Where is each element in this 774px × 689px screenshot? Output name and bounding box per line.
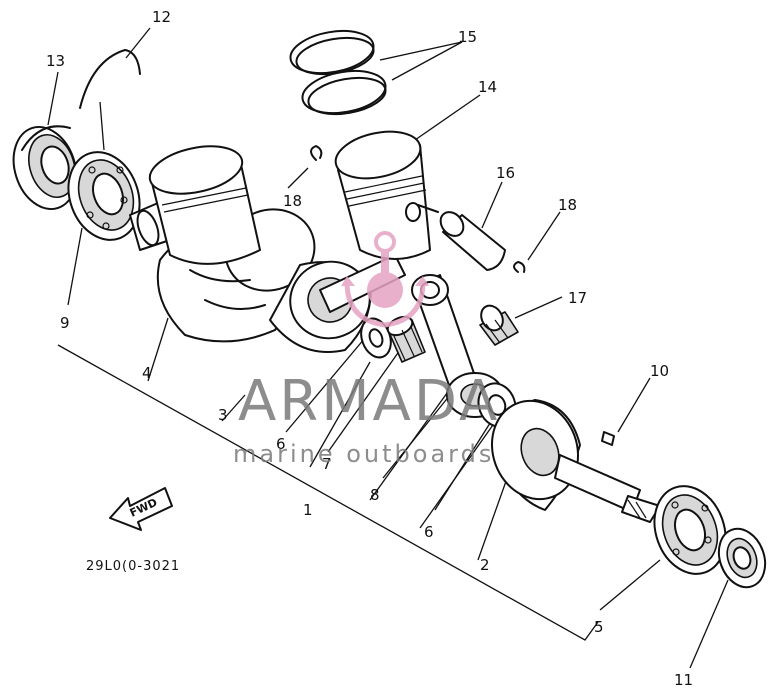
piston: [334, 130, 439, 260]
label-part-13: 13: [46, 52, 65, 70]
oil-seal-left: [12, 125, 78, 211]
part-number-labels: 12 13 9 4 3 6 7 1 8 6 2 5 11 10 15 14 18…: [46, 8, 693, 689]
label-part-15: 15: [458, 28, 477, 46]
piston-left-assembled: [148, 145, 261, 265]
piston-pin-clip-top: [310, 145, 323, 161]
label-part-14: 14: [478, 78, 497, 96]
label-part-16: 16: [496, 164, 515, 182]
armada-watermark: ARMADA marine outboards: [233, 231, 500, 468]
label-part-2: 2: [480, 556, 490, 574]
label-part-9: 9: [60, 314, 70, 332]
circlip: [79, 49, 141, 109]
label-part-17: 17: [568, 289, 587, 307]
leader-lines: [47, 27, 729, 669]
piston-pin: [439, 211, 506, 271]
label-part-3: 3: [218, 406, 228, 424]
label-part-5: 5: [594, 618, 604, 636]
crankshaft-right-half: [490, 399, 661, 523]
label-part-6-left: 6: [276, 435, 286, 453]
label-part-12: 12: [152, 8, 171, 26]
drawing-code: 29L0(0-3021: [86, 559, 180, 574]
watermark-tagline: marine outboards: [233, 440, 494, 468]
label-part-10: 10: [650, 362, 669, 380]
label-part-18-right: 18: [558, 196, 577, 214]
anchor-logo-icon: [341, 231, 429, 328]
label-part-18-top: 18: [283, 192, 302, 210]
bearing-right: [653, 485, 727, 575]
label-part-8: 8: [370, 486, 380, 504]
label-part-11: 11: [674, 671, 693, 689]
label-part-4: 4: [142, 364, 152, 382]
piston-rings: [289, 29, 387, 116]
small-end-bearing: [479, 304, 519, 346]
label-part-6-right: 6: [424, 523, 434, 541]
bearing-left: [67, 151, 141, 241]
label-part-7: 7: [322, 455, 332, 473]
label-part-1: 1: [303, 501, 313, 519]
fwd-arrow-icon: FWD: [109, 487, 173, 531]
watermark-brand: ARMADA: [238, 369, 500, 434]
woodruff-key: [601, 431, 615, 446]
oil-seal-right: [717, 527, 767, 589]
piston-pin-clip-right: [513, 261, 526, 273]
